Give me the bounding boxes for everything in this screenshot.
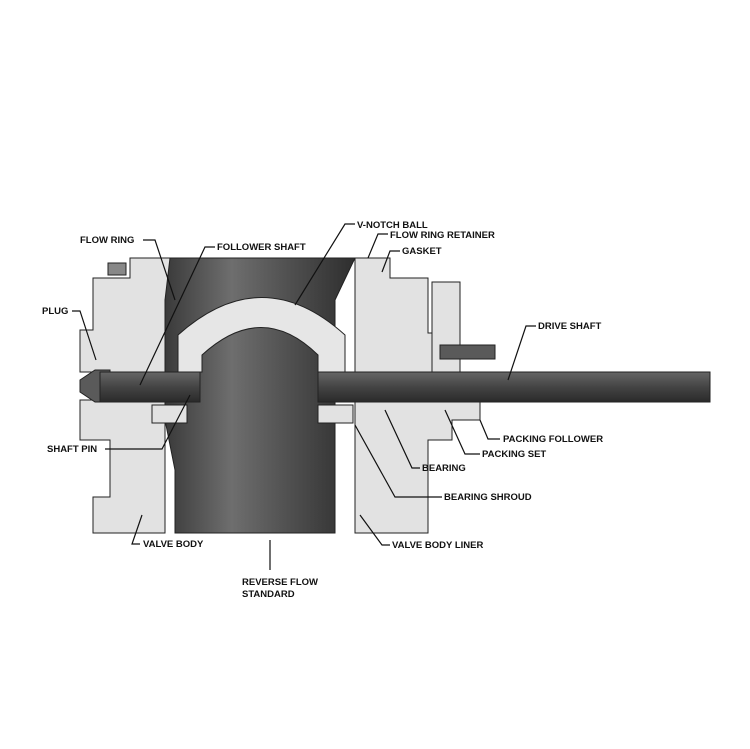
label-packing-set: PACKING SET: [482, 449, 546, 460]
label-flow-ring: FLOW RING: [80, 235, 134, 246]
label-plug: PLUG: [42, 306, 68, 317]
label-bearing-shroud: BEARING SHROUD: [444, 492, 532, 503]
label-valve-body: VALVE BODY: [143, 539, 204, 550]
label-v-notch-ball: V-NOTCH BALL: [357, 220, 428, 231]
label-gasket: GASKET: [402, 246, 442, 257]
label-reverse-flow: REVERSE FLOW: [242, 577, 318, 588]
bearing-left: [151, 404, 188, 424]
screw: [107, 262, 127, 276]
follower-shaft: [99, 371, 201, 403]
label-flow-ring-retainer: FLOW RING RETAINER: [390, 230, 495, 241]
label-drive-shaft: DRIVE SHAFT: [538, 321, 602, 332]
bearing-right: [317, 404, 354, 424]
label-valve-body-liner: VALVE BODY LINER: [392, 540, 483, 551]
drive-shaft: [317, 371, 711, 403]
label-standard: STANDARD: [242, 589, 295, 600]
label-packing-follower: PACKING FOLLOWER: [503, 434, 603, 445]
label-follower-shaft: FOLLOWER SHAFT: [217, 242, 306, 253]
label-shaft-pin: SHAFT PIN: [47, 444, 97, 455]
bolt: [439, 344, 496, 360]
leader-lines: [72, 223, 536, 570]
label-bearing: BEARING: [422, 463, 466, 474]
